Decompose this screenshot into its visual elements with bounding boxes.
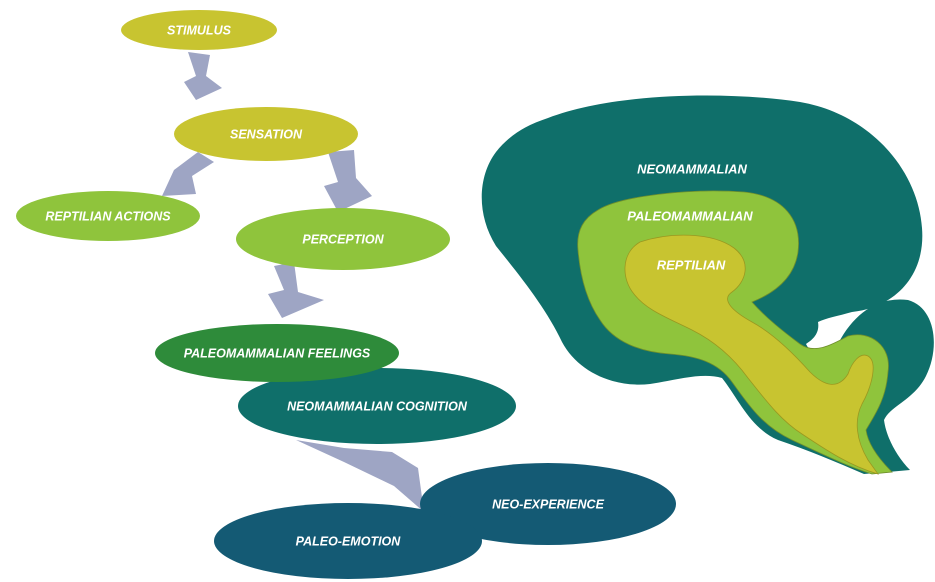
node-reptilian-actions: REPTILIAN ACTIONS — [16, 191, 200, 241]
brain-neomammalian-label: NEOMAMMALIAN — [637, 161, 747, 176]
node-sensation: SENSATION — [174, 107, 358, 161]
node-sensation-label: SENSATION — [230, 127, 303, 141]
node-paleo-emotion: PALEO-EMOTION — [214, 503, 482, 579]
node-stimulus: STIMULUS — [121, 10, 277, 50]
brain-reptilian-region — [624, 234, 879, 475]
node-paleomammalian-feelings: PALEOMAMMALIAN FEELINGS — [155, 324, 399, 382]
arrow-sensation-to-perception — [324, 150, 372, 212]
node-reptilian-actions-label: REPTILIAN ACTIONS — [45, 209, 171, 223]
brain-reptilian-label: REPTILIAN — [657, 257, 726, 272]
node-neo-experience-label: NEO-EXPERIENCE — [492, 497, 604, 511]
node-stimulus-label: STIMULUS — [167, 23, 232, 37]
arrow-perception-to-paleo — [268, 262, 324, 318]
arrow-sensation-to-reptilian — [162, 152, 214, 196]
node-paleomammalian-feelings-label: PALEOMAMMALIAN FEELINGS — [184, 346, 371, 360]
brain-illustration: NEOMAMMALIAN PALEOMAMMALIAN REPTILIAN — [481, 95, 934, 475]
node-neo-experience: NEO-EXPERIENCE — [420, 463, 676, 545]
node-neomammalian-cognition-label: NEOMAMMALIAN COGNITION — [287, 399, 468, 413]
node-perception-label: PERCEPTION — [302, 232, 384, 246]
node-paleo-emotion-label: PALEO-EMOTION — [296, 534, 402, 548]
brain-paleomammalian-label: PALEOMAMMALIAN — [627, 208, 753, 223]
flow-arrows — [162, 52, 424, 512]
arrow-cognition-to-experience — [296, 440, 424, 512]
node-perception: PERCEPTION — [236, 208, 450, 270]
arrow-stimulus-to-sensation — [184, 52, 222, 100]
node-neomammalian-cognition: NEOMAMMALIAN COGNITION — [238, 368, 516, 444]
